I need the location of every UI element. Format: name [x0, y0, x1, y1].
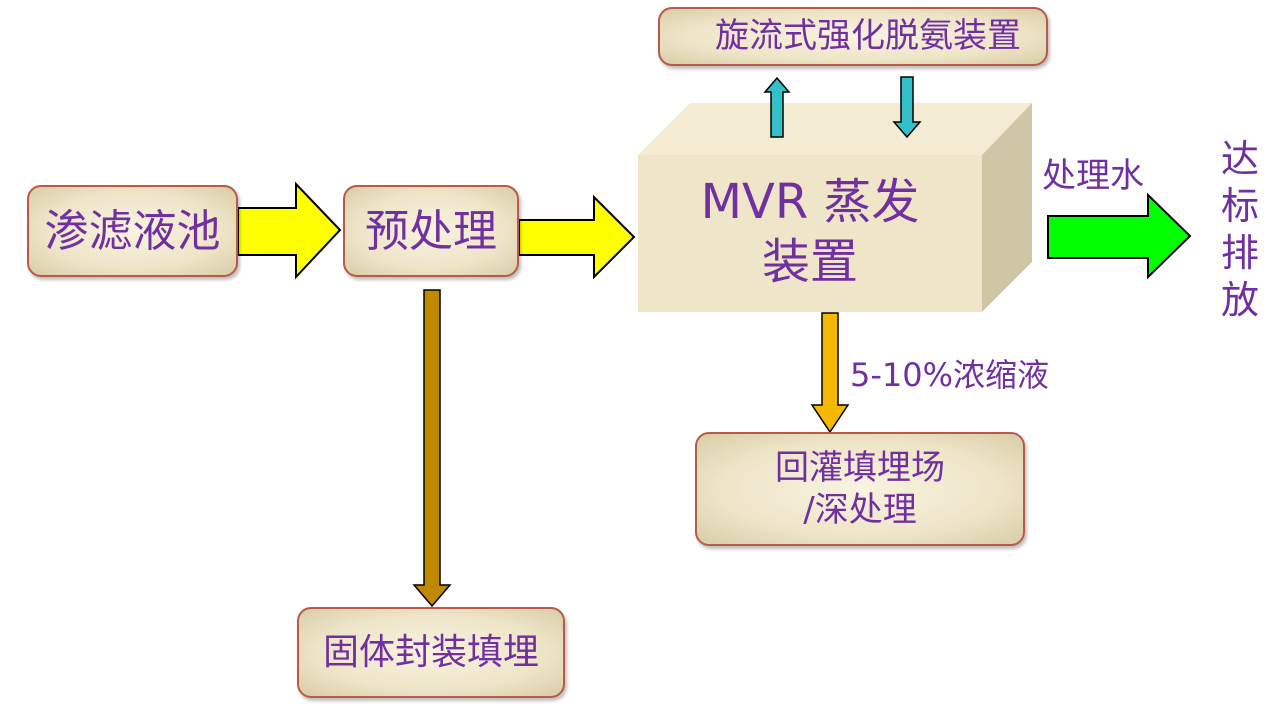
node-leachate-pool: 渗滤液池	[27, 185, 238, 277]
arrow-solids	[412, 289, 452, 608]
mvr-cube	[638, 103, 1032, 312]
node-reinjection: 回灌填埋场 /深处理	[695, 432, 1025, 546]
label-treated-water: 处理水	[1042, 156, 1144, 196]
discharge-char: 放	[1220, 278, 1259, 322]
node-label: /深处理	[803, 490, 917, 530]
arrow-concentrate	[810, 312, 850, 434]
discharge-char: 达	[1220, 137, 1259, 181]
arrow-treated-water	[1047, 192, 1192, 280]
node-label: 回灌填埋场	[775, 447, 945, 488]
node-mvr-evaporator: MVR 蒸发 装置	[638, 172, 982, 292]
node-pretreatment: 预处理	[343, 185, 519, 277]
mvr-label-line1: MVR 蒸发	[700, 174, 920, 230]
label-discharge: 达 标 排 放	[1218, 136, 1262, 324]
arrow-pool-to-pretreatment	[237, 181, 342, 280]
node-label: 预处理	[365, 205, 497, 257]
discharge-char: 标	[1220, 184, 1259, 228]
node-solid-landfill: 固体封装填埋	[297, 607, 565, 698]
mvr-label-line2: 装置	[761, 234, 858, 290]
discharge-char: 排	[1220, 231, 1259, 275]
node-label: 旋流式强化脱氨装置	[715, 16, 1021, 57]
node-label: 渗滤液池	[44, 205, 221, 257]
arrow-pretreatment-to-mvr	[518, 194, 636, 280]
node-label: 固体封装填埋	[322, 632, 539, 673]
node-stripping-device: 旋流式强化脱氨装置	[658, 7, 1048, 66]
arrow-stripping-to-mvr	[892, 76, 922, 139]
label-concentrate: 5-10%浓缩液	[850, 356, 1050, 394]
arrow-mvr-to-stripping	[763, 76, 791, 138]
